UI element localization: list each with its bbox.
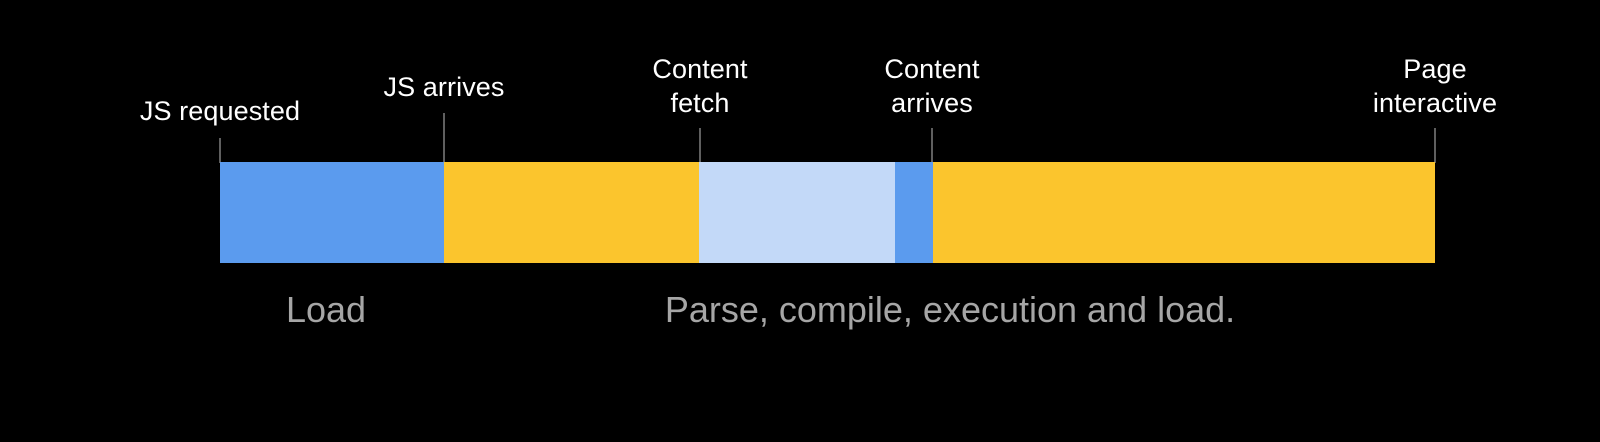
marker-label-js-arrives: JS arrives <box>383 72 505 102</box>
marker-label-content-arrives: Content arrives <box>884 54 980 118</box>
marker-tick-content-fetch <box>699 128 701 163</box>
caption-load: Load <box>285 289 367 330</box>
timeline-bar <box>220 162 1435 263</box>
timeline-segment-download <box>220 162 444 263</box>
marker-tick-content-arrives <box>931 128 933 163</box>
timeline-segment-post-content-execute <box>933 162 1435 263</box>
timeline-segment-parse-compile-execute <box>444 162 699 263</box>
marker-label-page-interactive: Page interactive <box>1372 54 1498 118</box>
caption-parse: Parse, compile, execution and load. <box>664 289 1236 330</box>
marker-label-js-requested: JS requested <box>139 96 301 126</box>
marker-label-content-fetch: Content fetch <box>652 54 748 118</box>
marker-tick-page-interactive <box>1434 128 1436 163</box>
timeline-segment-content-fetch-wait <box>699 162 895 263</box>
timeline-segment-content-download <box>895 162 933 263</box>
marker-tick-js-arrives <box>443 113 445 163</box>
marker-tick-js-requested <box>219 138 221 163</box>
